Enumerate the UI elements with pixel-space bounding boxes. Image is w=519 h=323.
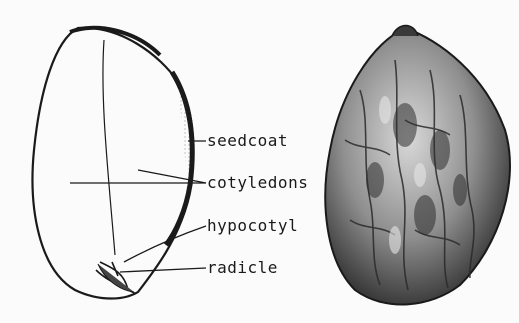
seedcoat-outline <box>33 28 194 299</box>
label-seedcoat: seedcoat <box>207 131 288 150</box>
label-radicle: radicle <box>207 258 278 277</box>
cotyledons-leader-2 <box>138 170 206 183</box>
seed-exterior <box>325 26 510 305</box>
cotyledon-divider <box>103 40 115 255</box>
label-hypocotyl: hypocotyl <box>207 216 298 235</box>
seed-section <box>33 28 194 299</box>
radicle-leader <box>120 268 206 272</box>
label-cotyledons: cotyledons <box>207 173 308 192</box>
